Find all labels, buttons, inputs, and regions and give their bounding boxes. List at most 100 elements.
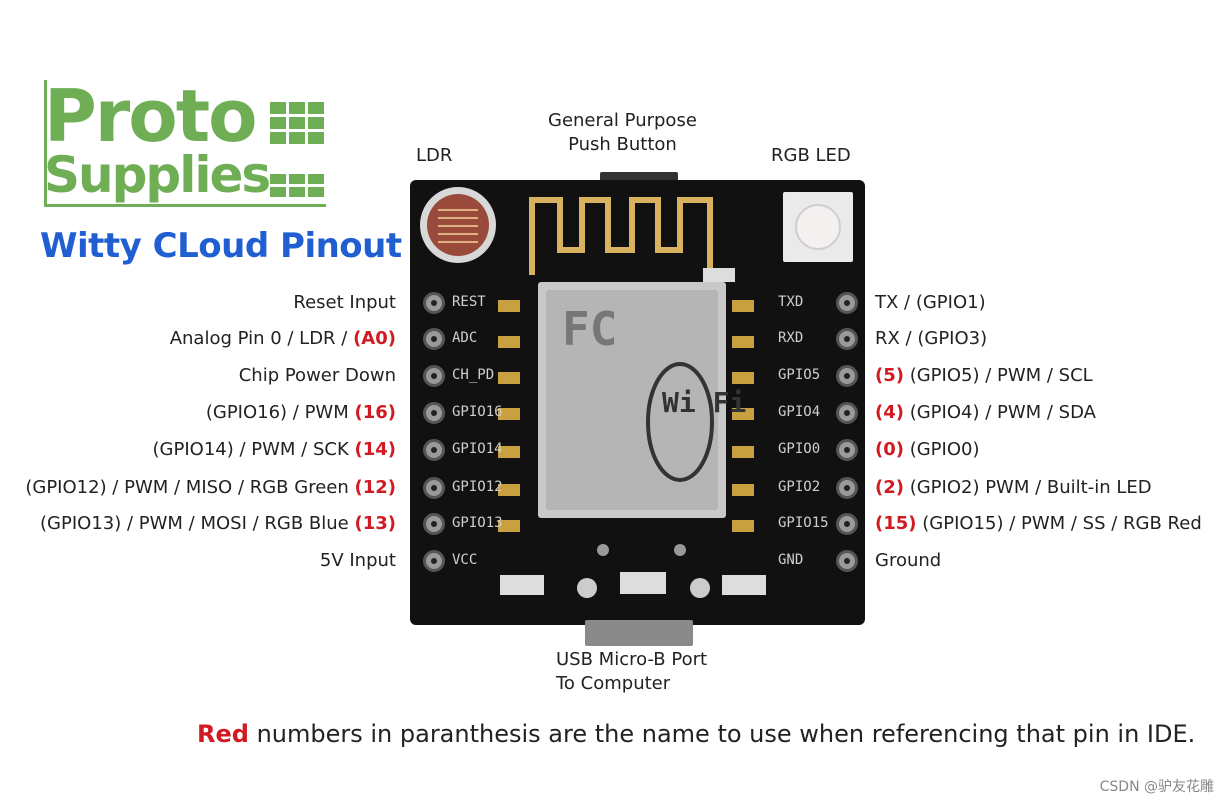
pin-ide-name: (14) (354, 439, 396, 460)
right-pin-label: (0) (GPIO0) (875, 439, 979, 461)
protosupplies-logo: Proto Supplies (44, 80, 334, 210)
witty-cloud-board: FC Wi Fi (410, 180, 865, 625)
wifi-antenna-icon (529, 197, 713, 275)
pin-description: (GPIO14) / PWM / SCK (152, 439, 355, 460)
logo-border-bottom (44, 204, 326, 207)
silkscreen-label: CH_PD (452, 367, 495, 383)
pin-description: (GPIO13) / PWM / MOSI / RGB Blue (40, 513, 355, 534)
pin-description: (GPIO5) / PWM / SCL (903, 365, 1093, 386)
pin-description: Ground (875, 550, 942, 571)
logo-grid-bottom (270, 174, 324, 197)
right-pin-label: (5) (GPIO5) / PWM / SCL (875, 365, 1093, 387)
right-pin-label: (2) (GPIO2) PWM / Built-in LED (875, 477, 1152, 499)
left-pin-label: (GPIO13) / PWM / MOSI / RGB Blue (13) (40, 513, 396, 535)
right-pin-label: (4) (GPIO4) / PWM / SDA (875, 402, 1096, 424)
pin-description: TX / (GPIO1) (875, 292, 986, 313)
silkscreen-label: VCC (452, 552, 478, 568)
smd-component (500, 575, 544, 595)
csdn-watermark: CSDN @驴友花雕 (1099, 779, 1214, 795)
push-button-label-line1: General Purpose (548, 110, 697, 131)
pin-description: Chip Power Down (238, 365, 396, 386)
left-pin-label: (GPIO16) / PWM (16) (206, 402, 396, 424)
right-pin-label: TX / (GPIO1) (875, 292, 986, 314)
silkscreen-label: GPIO4 (778, 404, 821, 420)
pin-description: (GPIO15) / PWM / SS / RGB Red (916, 513, 1202, 534)
pin-header-hole (423, 550, 445, 572)
pin-ide-name: (0) (875, 439, 904, 460)
pin-description: (GPIO12) / PWM / MISO / RGB Green (25, 477, 355, 498)
pin-header-hole (423, 477, 445, 499)
pinout-title: Witty CLoud Pinout (40, 226, 402, 266)
silkscreen-label: GPIO2 (778, 479, 821, 495)
logo-text-supplies: Supplies (44, 146, 271, 204)
footnote-text: numbers in paranthesis are the name to u… (248, 720, 1196, 748)
left-pin-label: (GPIO14) / PWM / SCK (14) (153, 439, 396, 461)
silkscreen-label: GPIO12 (452, 479, 503, 495)
left-pin-label: Analog Pin 0 / LDR / (A0) (170, 328, 396, 350)
left-pin-label: Chip Power Down (239, 365, 396, 387)
fcc-mark: FC (562, 302, 618, 356)
pin-header-hole (423, 439, 445, 461)
pin-header-hole (836, 477, 858, 499)
pin-header-hole (836, 402, 858, 424)
silkscreen-label: GPIO14 (452, 441, 503, 457)
pin-description: (GPIO16) / PWM (205, 402, 355, 423)
silkscreen-label: GPIO5 (778, 367, 821, 383)
ldr-label: LDR (416, 145, 453, 166)
pin-header-hole (836, 292, 858, 314)
pin-description: (GPIO0) (903, 439, 980, 460)
rgb-led-label: RGB LED (771, 145, 851, 166)
pin-header-hole (836, 550, 858, 572)
push-button-label-line2: Push Button (568, 134, 677, 155)
silkscreen-label: ADC (452, 330, 478, 346)
pin-description: (GPIO4) / PWM / SDA (903, 402, 1096, 423)
pin-description: 5V Input (319, 550, 396, 571)
silkscreen-label: GND (778, 552, 804, 568)
right-pin-label: Ground (875, 550, 941, 572)
pin-header-hole (423, 292, 445, 314)
pin-header-hole (423, 328, 445, 350)
left-pin-label: 5V Input (320, 550, 396, 572)
pin-header-hole (423, 365, 445, 387)
pin-ide-name: (4) (875, 402, 904, 423)
logo-text-proto: Proto (44, 74, 258, 158)
silkscreen-label: GPIO15 (778, 515, 829, 531)
right-pin-label: RX / (GPIO3) (875, 328, 987, 350)
silkscreen-label: REST (452, 294, 486, 310)
footnote-red-word: Red (197, 720, 249, 748)
left-pin-label: (GPIO12) / PWM / MISO / RGB Green (12) (25, 477, 396, 499)
push-button (600, 172, 678, 182)
smd-component (722, 575, 766, 595)
pin-ide-name: (15) (875, 513, 917, 534)
builtin-led-icon (703, 268, 735, 282)
usb-port-label-line1: USB Micro-B Port (556, 649, 708, 670)
silkscreen-label: GPIO0 (778, 441, 821, 457)
pin-ide-name: (2) (875, 477, 904, 498)
silkscreen-label: GPIO16 (452, 404, 503, 420)
silkscreen-label: RXD (778, 330, 804, 346)
wifi-logo-icon (646, 362, 714, 482)
footnote: Red numbers in paranthesis are the name … (197, 720, 1195, 748)
usb-micro-b-port (585, 620, 693, 646)
usb-port-label: USB Micro-B Port To Computer (556, 648, 707, 696)
pin-header-hole (423, 402, 445, 424)
pin-header-hole (836, 365, 858, 387)
silkscreen-label: TXD (778, 294, 804, 310)
pin-description: Analog Pin 0 / LDR / (169, 328, 354, 349)
pin-description: RX / (GPIO3) (875, 328, 988, 349)
pin-description: (GPIO2) PWM / Built-in LED (903, 477, 1152, 498)
pin-header-hole (836, 439, 858, 461)
usb-port-label-line2: To Computer (556, 673, 671, 694)
silkscreen-label: GPIO13 (452, 515, 503, 531)
pin-header-hole (836, 328, 858, 350)
pin-description: Reset Input (293, 292, 396, 313)
logo-grid-top (270, 102, 324, 144)
pin-header-hole (836, 513, 858, 535)
smd-component (620, 572, 666, 594)
pin-ide-name: (A0) (353, 328, 396, 349)
wifi-mark: Wi Fi (662, 386, 747, 419)
left-pin-label: Reset Input (293, 292, 396, 314)
logo-border-left (44, 80, 47, 207)
pin-ide-name: (12) (354, 477, 396, 498)
push-button-label: General Purpose Push Button (548, 109, 697, 157)
